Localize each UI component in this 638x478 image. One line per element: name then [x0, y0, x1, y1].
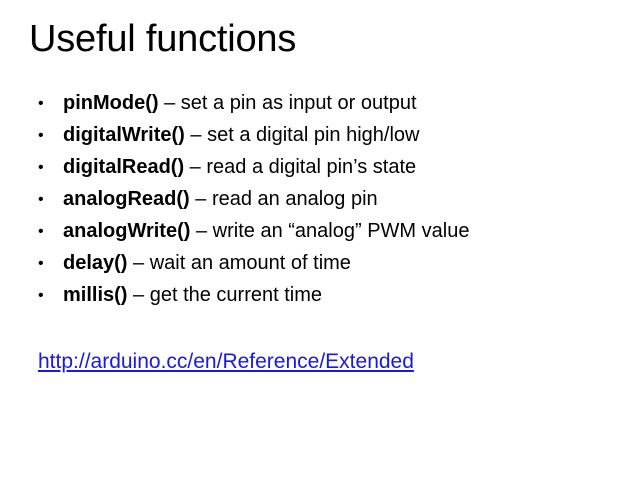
- list-item: • digitalWrite() – set a digital pin hig…: [30, 120, 610, 152]
- function-separator: –: [190, 220, 213, 242]
- bullet-icon: •: [38, 287, 44, 304]
- function-description: read an analog pin: [211, 188, 378, 210]
- function-name: analogRead(): [63, 188, 190, 210]
- bullet-icon: •: [38, 255, 44, 272]
- page-title: Useful functions: [29, 18, 297, 60]
- bullet-icon: •: [38, 191, 44, 208]
- function-separator: –: [158, 92, 181, 114]
- bullet-icon: •: [38, 223, 44, 240]
- function-name: digitalWrite(): [63, 124, 185, 146]
- function-separator: –: [184, 124, 208, 146]
- list-item: • analogWrite() – write an “analog” PWM …: [30, 216, 610, 248]
- function-description: read a digital pin’s state: [206, 156, 417, 178]
- function-name: pinMode(): [63, 92, 159, 114]
- list-item: • analogRead() – read an analog pin: [30, 184, 610, 216]
- function-separator: –: [127, 252, 150, 274]
- list-item: • millis() – get the current time: [30, 280, 610, 312]
- function-separator: –: [189, 188, 212, 210]
- function-description: wait an amount of time: [149, 252, 351, 274]
- function-description: set a pin as input or output: [180, 92, 417, 114]
- list-item: • digitalRead() – read a digital pin’s s…: [30, 152, 610, 184]
- bullet-icon: •: [38, 127, 44, 144]
- list-item: • pinMode() – set a pin as input or outp…: [30, 88, 610, 120]
- function-list: • pinMode() – set a pin as input or outp…: [30, 88, 610, 312]
- bullet-icon: •: [38, 95, 44, 112]
- function-separator: –: [184, 156, 207, 178]
- reference-link[interactable]: http://arduino.cc/en/Reference/Extended: [38, 350, 414, 373]
- list-item: • delay() – wait an amount of time: [30, 248, 610, 280]
- function-description: write an “analog” PWM value: [212, 220, 470, 242]
- function-name: digitalRead(): [63, 156, 185, 178]
- function-name: delay(): [63, 252, 128, 274]
- function-description: get the current time: [149, 284, 323, 306]
- function-name: analogWrite(): [63, 220, 191, 242]
- bullet-icon: •: [38, 159, 44, 176]
- function-name: millis(): [63, 284, 128, 306]
- function-description: set a digital pin high/low: [207, 124, 420, 146]
- function-separator: –: [127, 284, 150, 306]
